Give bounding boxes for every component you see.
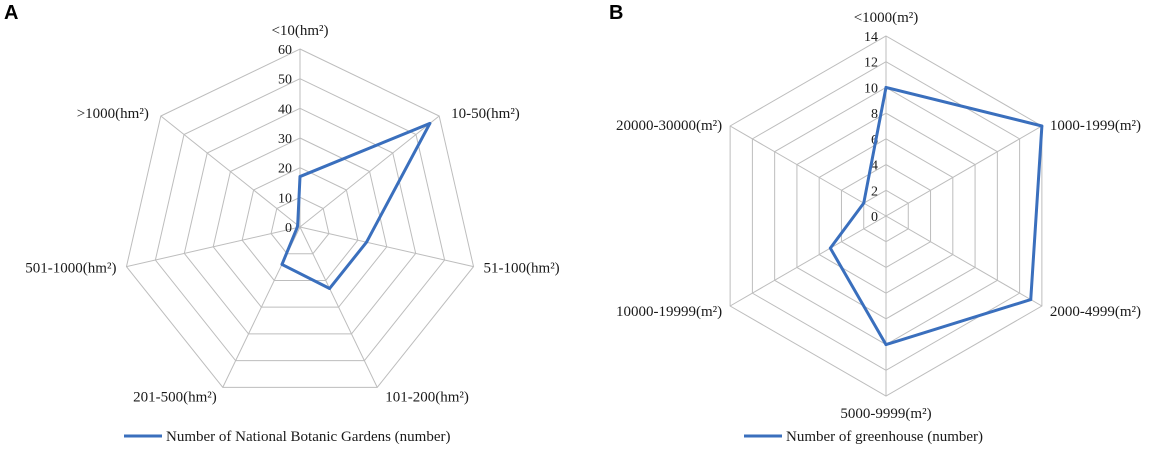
- tick-label-1-0: 0: [871, 210, 878, 225]
- data-point-1-5: [862, 201, 866, 205]
- data-point-0-1: [428, 122, 432, 125]
- spoke-1-4: [729, 215, 887, 307]
- tick-label-0-4: 40: [278, 102, 292, 117]
- category-label-1-2: 2000-4999(m²): [1050, 304, 1141, 320]
- category-label-0-4: 201-500(hm²): [133, 389, 217, 405]
- panel-letter-a: A: [4, 2, 19, 24]
- tick-label-0-2: 20: [278, 162, 292, 177]
- grid-ring-0-2: [241, 167, 359, 281]
- legend-label-0: Number of National Botanic Gardens (numb…: [166, 429, 451, 445]
- data-point-0-3: [328, 287, 332, 290]
- data-point-1-4: [828, 246, 832, 250]
- category-label-1-5: 20000-30000(m²): [616, 118, 722, 134]
- spoke-1-5: [729, 125, 887, 217]
- data-point-1-0: [884, 86, 888, 89]
- tick-label-1-1: 2: [871, 184, 878, 199]
- spoke-0-2: [299, 226, 474, 268]
- spoke-0-5: [126, 226, 301, 268]
- category-label-1-0: <1000(m²): [854, 10, 919, 26]
- data-point-0-5: [295, 226, 299, 230]
- category-label-0-6: >1000(hm²): [77, 106, 149, 122]
- data-point-0-2: [365, 240, 368, 244]
- tick-label-0-6: 60: [278, 43, 292, 58]
- data-point-1-3: [884, 343, 888, 346]
- tick-label-0-3: 30: [278, 132, 292, 147]
- grid-ring-0-5: [154, 78, 446, 362]
- panel-letter-b: B: [609, 2, 624, 24]
- tick-label-1-6: 12: [864, 56, 878, 71]
- data-point-0-0: [298, 175, 302, 178]
- data-point-1-2: [1029, 298, 1033, 301]
- category-label-1-4: 10000-19999(m²): [616, 304, 722, 320]
- spoke-0-3: [299, 226, 378, 388]
- category-label-1-1: 1000-1999(m²): [1050, 118, 1141, 134]
- legend-label-1: Number of greenhouse (number): [786, 429, 983, 445]
- data-point-1-1: [1040, 124, 1044, 128]
- category-label-0-3: 101-200(hm²): [385, 389, 469, 405]
- data-point-0-6: [296, 223, 300, 227]
- grid-ring-0-1: [270, 196, 330, 255]
- tick-label-1-2: 4: [871, 159, 878, 174]
- spoke-0-6: [160, 115, 301, 228]
- category-label-1-3: 5000-9999(m²): [840, 406, 931, 422]
- category-label-0-1: 10-50(hm²): [451, 106, 520, 122]
- tick-label-0-5: 50: [278, 73, 292, 88]
- tick-label-1-4: 8: [871, 107, 878, 122]
- grid-ring-0-4: [183, 107, 417, 335]
- category-label-0-0: <10(hm²): [271, 23, 328, 39]
- tick-label-0-0: 0: [285, 221, 292, 236]
- data-point-0-4: [280, 263, 284, 266]
- grid-ring-0-6: [125, 48, 475, 388]
- spoke-1-1: [885, 125, 1043, 217]
- category-label-0-2: 51-100(hm²): [484, 261, 560, 277]
- category-label-0-5: 501-1000(hm²): [25, 261, 116, 277]
- spoke-1-2: [885, 215, 1043, 307]
- spoke-0-1: [299, 115, 440, 228]
- series-line-1-0: [828, 85, 1044, 347]
- grid-ring-0-3: [212, 137, 388, 308]
- tick-label-1-5: 10: [864, 81, 878, 96]
- tick-label-1-7: 14: [864, 30, 878, 45]
- tick-label-0-1: 10: [278, 191, 292, 206]
